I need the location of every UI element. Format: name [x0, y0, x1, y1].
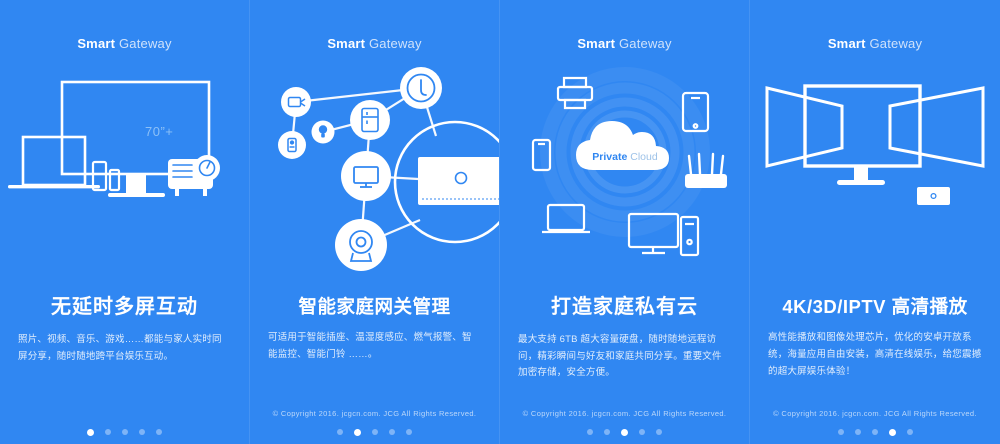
pagination-dot[interactable] [389, 429, 395, 435]
pagination-dot[interactable] [604, 429, 610, 435]
pagination-dot[interactable] [337, 429, 343, 435]
panel-title: 打造家庭私有云 [551, 296, 698, 318]
brand-logo: Smart Gateway [750, 36, 1000, 51]
brand-bold: Smart [77, 36, 116, 51]
pagination-dots[interactable] [500, 428, 749, 436]
pagination-dot[interactable] [105, 429, 111, 435]
brand-logo: Smart Gateway [250, 36, 499, 51]
copyright-text: © Copyright 2016. jcgcn.com. JCG All Rig… [773, 409, 977, 418]
panel-title: 无延时多屏互动 [51, 296, 198, 318]
caption-block: 打造家庭私有云 最大支持 6TB 超大容量硬盘，随时随地远程访问，精彩瞬间与好友… [500, 296, 749, 382]
brand-light: Gateway [615, 36, 672, 51]
pagination-dot[interactable] [587, 429, 593, 435]
pagination-dot[interactable] [354, 428, 361, 436]
brand-bold: Smart [577, 36, 616, 51]
caption-block: 智能家庭网关管理 可适用于智能插座、温湿度感应、燃气报警、智能监控、智能门铃 …… [250, 296, 499, 364]
pagination-dot[interactable] [656, 429, 662, 435]
brand-logo: Smart Gateway [500, 36, 749, 51]
caption-block: 无延时多屏互动 照片、视频、音乐、游戏……都能与家人实时同屏分享，随时随地跨平台… [0, 296, 249, 365]
pagination-dot[interactable] [156, 429, 162, 435]
panel-multiscreen[interactable]: Smart Gateway [0, 0, 250, 444]
tv-size-label: 70”+ [145, 124, 174, 139]
panel-4k-playback[interactable]: Smart Gateway 4K/3D/IPTV 高清播放 高性能播放和图像处理… [750, 0, 1000, 444]
pagination-dot[interactable] [372, 429, 378, 435]
pagination-dot[interactable] [87, 428, 94, 436]
panel-title: 4K/3D/IPTV 高清播放 [782, 296, 968, 317]
pagination-dot[interactable] [139, 429, 145, 435]
pagination-dot[interactable] [621, 428, 628, 436]
private-cloud-illustration: Private Cloud [500, 62, 749, 284]
panel-description: 高性能播放和图像处理芯片，优化的安卓开放系统，海量应用自由安装，高清在线娱乐，给… [768, 332, 982, 377]
pagination-dot[interactable] [122, 429, 128, 435]
pagination-dot[interactable] [871, 429, 878, 435]
pagination-dot[interactable] [854, 429, 861, 435]
brand-bold: Smart [827, 36, 866, 51]
panel-private-cloud[interactable]: Smart Gateway [500, 0, 750, 444]
copyright-text: © Copyright 2016. jcgcn.com. JCG All Rig… [522, 409, 727, 418]
panel-title: 智能家庭网关管理 [298, 296, 451, 317]
brand-logo: Smart Gateway [0, 36, 249, 51]
pagination-dots[interactable] [0, 428, 249, 436]
wide-screen-tv-illustration [750, 62, 1000, 284]
brand-light: Gateway [865, 36, 923, 51]
brand-light: Gateway [115, 36, 172, 51]
brand-bold: Smart [327, 36, 366, 51]
pagination-dot[interactable] [406, 429, 412, 435]
panel-description: 可适用于智能插座、温湿度感应、燃气报警、智能监控、智能门铃 ……。 [268, 332, 472, 360]
pagination-dot[interactable] [639, 429, 645, 435]
copyright-text: © Copyright 2016. jcgcn.com. JCG All Rig… [272, 409, 477, 418]
pagination-dot[interactable] [888, 428, 896, 436]
caption-block: 4K/3D/IPTV 高清播放 高性能播放和图像处理芯片，优化的安卓开放系统，海… [750, 296, 1000, 380]
pagination-dot[interactable] [837, 429, 844, 435]
smart-home-network-illustration [250, 62, 499, 284]
pagination-dot[interactable] [906, 429, 913, 435]
panel-description: 照片、视频、音乐、游戏……都能与家人实时同屏分享，随时随地跨平台娱乐互动。 [18, 334, 222, 362]
panel-description: 最大支持 6TB 超大容量硬盘，随时随地远程访问，精彩瞬间与好友和家庭共同分享。… [518, 334, 722, 379]
brand-light: Gateway [365, 36, 422, 51]
multiscreen-illustration: 70”+ [0, 62, 249, 284]
pagination-dots[interactable] [750, 428, 1000, 436]
pagination-dots[interactable] [250, 428, 499, 436]
panel-smart-home[interactable]: Smart Gateway [250, 0, 500, 444]
